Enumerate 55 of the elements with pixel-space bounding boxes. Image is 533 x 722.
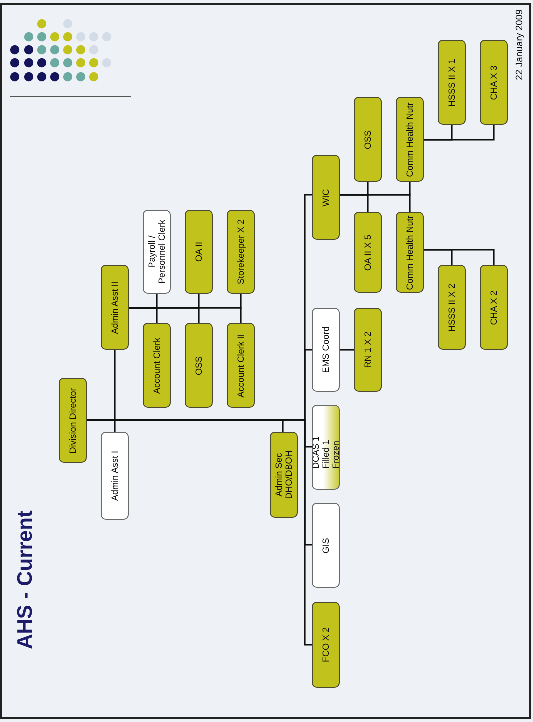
slide-title: AHS - Current	[14, 510, 38, 650]
org-box	[312, 602, 340, 688]
position-title: Admin Asst I	[110, 450, 120, 504]
org-box	[227, 323, 255, 408]
org-box	[396, 212, 424, 293]
org-box	[396, 97, 424, 182]
position-title: CHA X 3	[489, 64, 499, 102]
org-box	[101, 265, 129, 350]
org-box	[143, 210, 171, 294]
date-label: 22 January 2009	[514, 10, 526, 80]
position-title: Comm Health Nutr	[405, 101, 415, 179]
connector-line	[340, 194, 411, 212]
org-box	[185, 323, 213, 408]
org-box	[143, 323, 171, 408]
position-title: Account Clerk II	[236, 332, 246, 400]
org-box	[354, 212, 382, 293]
connector-line	[424, 249, 495, 265]
org-box	[312, 503, 340, 588]
position-title: RN 1 X 2	[363, 330, 373, 370]
position-title: OA II X 5	[363, 233, 373, 273]
org-box	[312, 308, 340, 392]
position-title: OSS	[363, 129, 373, 152]
position-title: CHA X 2	[489, 289, 499, 327]
org-box	[438, 40, 466, 125]
position-title: Payroll / Personnel Clerk	[147, 218, 167, 286]
position-title: DCAS 1 Filled 1 Frozen	[311, 434, 341, 468]
position-title: FCO X 2	[321, 626, 331, 665]
org-box	[227, 210, 255, 294]
connector-line	[129, 307, 242, 323]
org-box	[438, 265, 466, 350]
position-title: HSSS II X 2	[447, 282, 457, 334]
org-box	[312, 155, 340, 240]
org-box	[101, 432, 129, 520]
connector-line	[340, 349, 354, 351]
org-box	[480, 265, 508, 350]
org-box	[354, 97, 382, 182]
position-title: EMS Coord	[321, 326, 331, 376]
position-title: Storekeeper X 2	[236, 218, 246, 287]
org-box	[59, 378, 87, 463]
position-title: Account Clerk	[152, 336, 162, 396]
org-box	[480, 40, 508, 125]
connector-line	[424, 125, 495, 141]
org-box	[185, 210, 213, 294]
position-title: GIS	[321, 536, 331, 556]
org-box	[270, 432, 298, 518]
org-box	[312, 405, 340, 490]
position-title: Comm Health Nutr	[405, 214, 415, 292]
org-box	[354, 308, 382, 392]
position-title: Admin Sec DHO/DBOH	[274, 450, 294, 500]
position-title: OA II	[194, 241, 204, 264]
position-title: Admin Asst II	[110, 280, 120, 336]
position-title: HSSS II X 1	[447, 57, 457, 109]
position-title: WIC	[321, 188, 331, 209]
position-title: Division Director	[68, 386, 78, 456]
position-title: OSS	[194, 355, 204, 378]
